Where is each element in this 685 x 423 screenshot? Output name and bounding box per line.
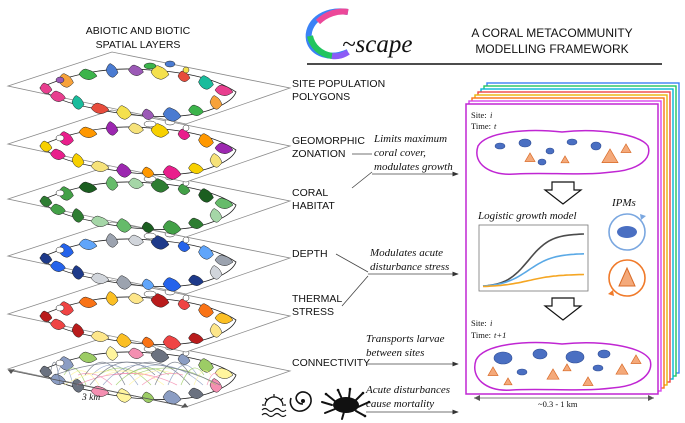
ipms-label: IPMs [611,197,636,209]
annotation-limits: Limits maximum coral cover, modulates gr… [351,133,459,189]
annotation-transports: Transports larvae between sites [366,333,459,367]
layer-plane-depth [6,221,292,295]
growth-curve-2 [482,253,585,287]
scale-left-label: 3 km [81,393,100,403]
site-top-site-value: i [490,110,493,120]
layer-plane-connectivity [6,334,292,408]
growth-model-title: Logistic growth model [477,210,577,222]
layer-label-site-polygons-line2: POLYGONS [292,91,350,103]
layer-label-depth: DEPTH [292,248,328,260]
acute-line2: cause mortality [366,398,434,410]
layer-label-thermal-line2: STRESS [292,306,334,318]
site-top-site-label: Site: [471,110,487,120]
layer-label-geomorphic-line1: GEOMORPHIC [292,135,365,147]
annotation-modulates: Modulates acute disturbance stress [335,247,459,307]
layer-label-coral-habitat-line1: CORAL [292,187,328,199]
layer-plane-geomorphic [6,109,292,183]
model-panel: Site: i Time: t Logistic growth model IP… [465,103,659,409]
layer-label-site-polygons-line1: SITE POPULATION [292,78,385,90]
reef-site-bottom [474,341,652,391]
down-arrow-bottom [543,297,583,321]
left-title-line2: SPATIAL LAYERS [96,39,181,51]
growth-curves [482,233,585,288]
layer-label-geomorphic-line2: ZONATION [292,148,345,160]
layer-label-thermal-line1: THERMAL [292,293,342,305]
layer-label-connectivity: CONNECTIVITY [292,357,370,369]
down-arrow-top [543,181,583,205]
modulates-line1: Modulates acute [369,247,443,259]
ipm-coral-massive [617,226,637,238]
layer-labels: SITE POPULATION POLYGONS GEOMORPHIC ZONA… [292,78,385,369]
spatial-layers-stack [6,51,292,408]
site-bottom-time-value: t+1 [494,330,506,340]
corals-top [494,138,632,166]
scale-bar-left: 3 km [7,369,189,408]
cscape-logo: ~scape [305,8,412,60]
framework-title-line1: A CORAL METACOMMUNITY [471,26,632,40]
ipm-cycle-blue [608,213,646,251]
limits-line1: Limits maximum [373,133,447,145]
crown-of-thorns-starfish-icon [321,387,371,420]
sun-waves-icon [261,394,287,418]
acute-line1: Acute disturbances [365,384,450,396]
site-bottom-site-label: Site: [471,318,487,328]
ipm-coral-branching [618,266,636,287]
transports-line2: between sites [366,347,424,359]
limits-line2: coral cover, [374,147,426,159]
limits-line3: modulates growth [374,161,453,173]
transports-line1: Transports larvae [366,333,445,345]
cyclone-icon [289,391,312,412]
left-title-line1: ABIOTIC AND BIOTIC [86,25,191,37]
site-bottom-site-value: i [490,318,493,328]
layer-plane-coral-habitat [6,164,292,238]
layer-plane-site-polygons [6,51,292,125]
site-top-time-label: Time: [471,121,491,131]
corals-bottom [487,348,642,386]
site-bottom-time-label: Time: [471,330,491,340]
growth-curve-3 [482,273,585,288]
site-top-time-value: t [494,121,497,131]
modulates-line2: disturbance stress [370,261,449,273]
layer-plane-thermal-stress [6,279,292,353]
scale-right-label: ~0.3 - 1 km [538,399,578,409]
annotation-acute: Acute disturbances cause mortality [365,384,459,415]
logo-text: ~scape [342,31,412,58]
framework-title-line2: MODELLING FRAMEWORK [475,42,628,56]
layer-label-coral-habitat-line2: HABITAT [292,200,335,212]
ipm-cycle-orange [608,259,646,297]
